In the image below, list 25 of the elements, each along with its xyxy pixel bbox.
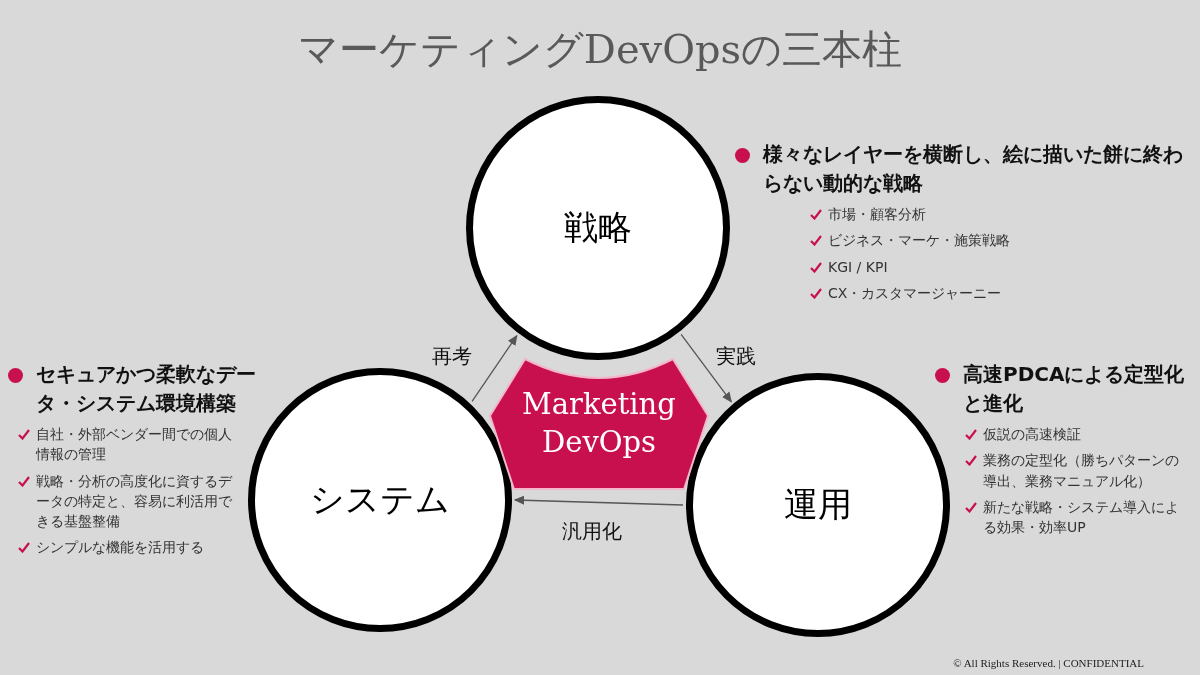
checklist-item: CX・カスタマージャーニー xyxy=(810,282,1128,304)
checklist-item: 業務の定型化（勝ちパターンの導出、業務マニュアル化） xyxy=(965,450,1183,491)
arrow xyxy=(513,495,684,506)
circle-label: 戦略 xyxy=(564,206,632,249)
title: マーケティングDevOpsの三本柱 xyxy=(296,25,904,74)
checklist-item: 新たな戦略・システム導入による効果・効率UP xyxy=(965,496,1183,538)
heading: 様々なレイヤーを横断し、絵に描いた餅に終わらない動的な戦略 xyxy=(735,140,1183,198)
checklist-item: ビジネス・マーケ・施策戦略 xyxy=(810,230,1128,251)
edge-label: 汎用化 xyxy=(562,518,622,545)
heading: セキュアかつ柔軟なデータ・システム環境構築 xyxy=(8,360,276,418)
checklist-item: シンプルな機能を活用する xyxy=(18,537,241,558)
checklist-item: 戦略・分析の高度化に資するデータの特定と、容易に利活用できる基盤整備 xyxy=(18,470,241,532)
checklist-item: 自社・外部ベンダー間での個人情報の管理 xyxy=(18,424,241,465)
edge-label: 実践 xyxy=(716,343,756,370)
circle-label: 運用 xyxy=(784,483,852,526)
arrow xyxy=(680,333,732,403)
circle-label: システム xyxy=(310,478,450,521)
heading: 高速PDCAによる定型化と進化 xyxy=(935,360,1198,418)
edge-label: 再考 xyxy=(432,343,472,370)
checklist-item: 仮説の高速検証 xyxy=(965,424,1183,445)
footer-note: © All Rights Reserved. | CONFIDENTIAL xyxy=(953,657,1144,669)
checklist-item: 市場・顧客分析 xyxy=(810,204,1128,225)
node-label: Marketing DevOps xyxy=(521,386,677,461)
arrow xyxy=(471,334,518,402)
checklist-item: KGI / KPI xyxy=(810,256,1128,277)
